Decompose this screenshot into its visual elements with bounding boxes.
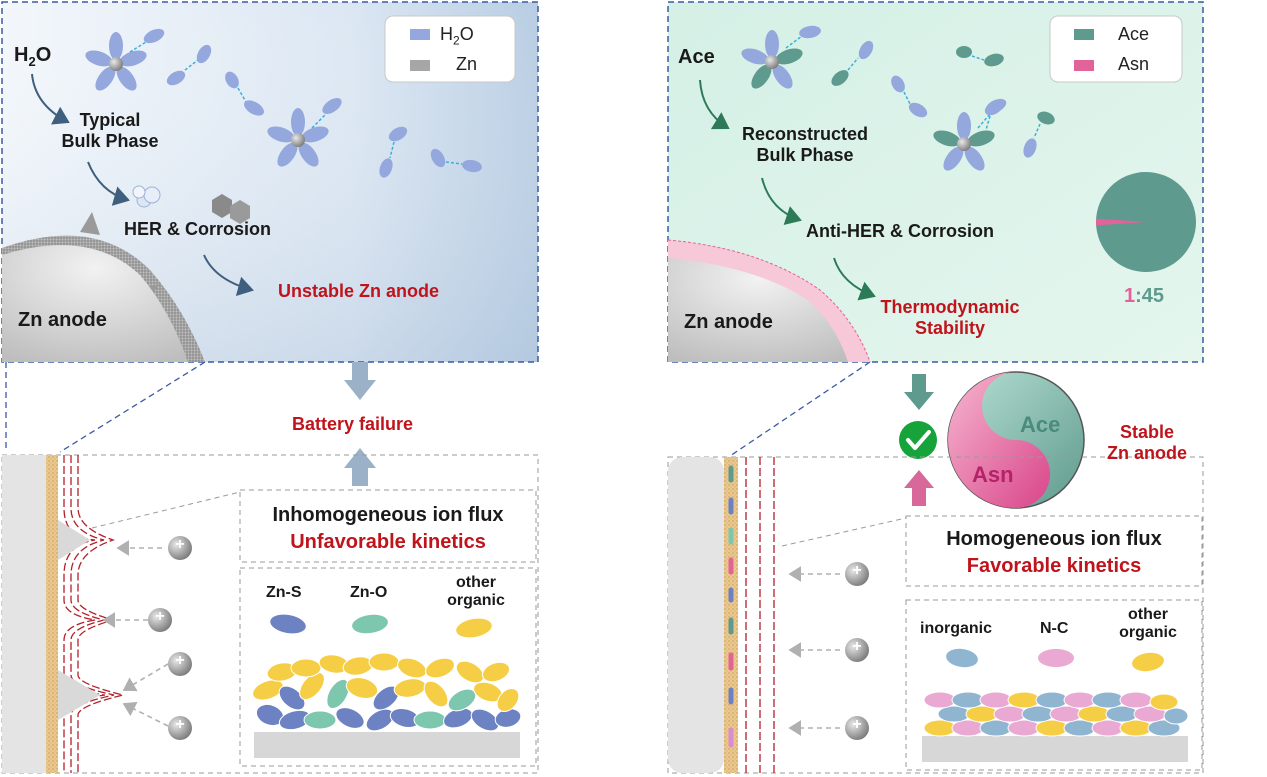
legend-h2o-swatch: [410, 29, 430, 40]
left-ion-arrows: [102, 540, 169, 727]
zinc-ion-icon: [845, 562, 869, 586]
inorganic-swatch: [946, 648, 978, 668]
left-zoom-lines: [5, 361, 206, 453]
zns-swatch: [270, 614, 306, 634]
right-zn-anode-label: Zn anode: [684, 311, 773, 333]
inorganic-label: inorganic: [920, 620, 993, 637]
ace-asn-ratio-pie: [1096, 172, 1196, 272]
legend-zn-swatch: [410, 60, 430, 71]
yin-yang-asn-label: Asn: [972, 462, 1014, 487]
water-pair: [225, 71, 264, 116]
pie-slice-asn: [1096, 218, 1146, 226]
zns-label: Zn-S: [266, 584, 302, 601]
left-zn-anode-label: Zn anode: [18, 309, 107, 331]
left-callout-lines: [91, 491, 241, 529]
anti-her-corrosion-label: Anti-HER & Corrosion: [806, 221, 994, 241]
ion-sign: +: [852, 716, 862, 733]
inhomogeneous-ion-flux-label: Inhomogeneous ion flux: [272, 504, 504, 526]
solvation-cluster: [933, 98, 1007, 171]
right-zinc-ions: [845, 562, 869, 740]
right-sei-layer: [922, 691, 1189, 762]
nc-swatch: [1038, 649, 1074, 667]
right-solvent-molecules: [741, 25, 1055, 171]
water-pair: [166, 44, 212, 86]
left-zn-anode-shape: [2, 212, 205, 362]
legend-asn-label: Asn: [1118, 54, 1150, 74]
ace-water-pair: [984, 100, 1004, 131]
organic-swatch: [456, 618, 492, 638]
legend-zn-label: Zn: [456, 54, 478, 74]
legend-asn-swatch: [1074, 60, 1094, 71]
left-flow-arrows: [31, 73, 254, 296]
homogeneous-ion-flux-label: Homogeneous ion flux: [946, 528, 1162, 550]
ace-asn-ratio-label: 1:45: [1124, 285, 1165, 307]
left-interface-region: [1, 454, 539, 774]
unfavorable-kinetics-label: Unfavorable kinetics: [290, 531, 486, 553]
zinc-ion-icon: [168, 652, 192, 676]
corrosion-product-icon: [212, 194, 250, 224]
yin-yang-ace-label: Ace: [1020, 412, 1061, 437]
up-arrow: [904, 470, 934, 506]
left-sei-layer: [252, 652, 522, 758]
other-organic-swatch: [1132, 652, 1164, 672]
ion-sign: +: [175, 652, 185, 669]
zno-swatch: [352, 614, 388, 634]
zno-label: Zn-O: [350, 584, 388, 601]
right-zoom-lines: [729, 361, 871, 457]
ion-sign: +: [852, 562, 862, 579]
right-callout-lines: [781, 517, 907, 547]
left-flux-box: [239, 489, 537, 563]
right-flux-box: [905, 515, 1203, 587]
battery-failure-arrows: [344, 362, 376, 486]
zinc-ion-icon: [148, 608, 172, 632]
legend-ace-label: Ace: [1118, 24, 1150, 44]
solvation-cluster: [741, 25, 821, 89]
left-legend: [384, 15, 516, 83]
ion-sign: +: [852, 638, 862, 655]
water-pair: [430, 148, 482, 173]
solvation-cluster: [267, 98, 342, 167]
left-water-molecules: [85, 28, 482, 178]
zinc-ion-icon: [168, 536, 192, 560]
ace-water-pair: [956, 46, 1004, 67]
legend-ace-swatch: [1074, 29, 1094, 40]
h2o-label: H2O: [14, 44, 52, 69]
ace-water-pair: [891, 75, 928, 118]
yin-yang-icon: [947, 371, 1085, 509]
right-zn-anode-shape: [667, 239, 871, 363]
ace-label: Ace: [678, 46, 715, 68]
zinc-ion-icon: [168, 716, 192, 740]
zinc-ion-icon: [845, 716, 869, 740]
left-zinc-ions: [148, 536, 192, 740]
legend-h2o-label: H2O: [440, 24, 474, 48]
down-arrow: [904, 374, 934, 410]
check-mark-icon: [899, 421, 937, 459]
ion-sign: +: [175, 716, 185, 733]
ace-water-pair: [1023, 111, 1055, 158]
water-pair: [379, 126, 408, 178]
battery-failure-label: Battery failure: [292, 414, 414, 434]
favorable-kinetics-label: Favorable kinetics: [966, 555, 1142, 577]
unstable-zn-anode-label: Unstable Zn anode: [278, 281, 440, 301]
ace-water-pair: [831, 40, 874, 86]
right-flow-arrows: [699, 79, 876, 301]
right-legend: [1049, 15, 1183, 83]
her-corrosion-label: HER & Corrosion: [124, 219, 272, 239]
right-ion-arrows: [788, 566, 840, 736]
ion-sign: +: [175, 536, 185, 553]
nc-label: N-C: [1040, 620, 1069, 637]
zinc-ion-icon: [845, 638, 869, 662]
hydrogen-bubbles-icon: [132, 185, 161, 208]
right-interface-region: [667, 456, 1204, 774]
ion-sign: +: [155, 608, 165, 625]
solvation-cluster: [85, 28, 165, 91]
